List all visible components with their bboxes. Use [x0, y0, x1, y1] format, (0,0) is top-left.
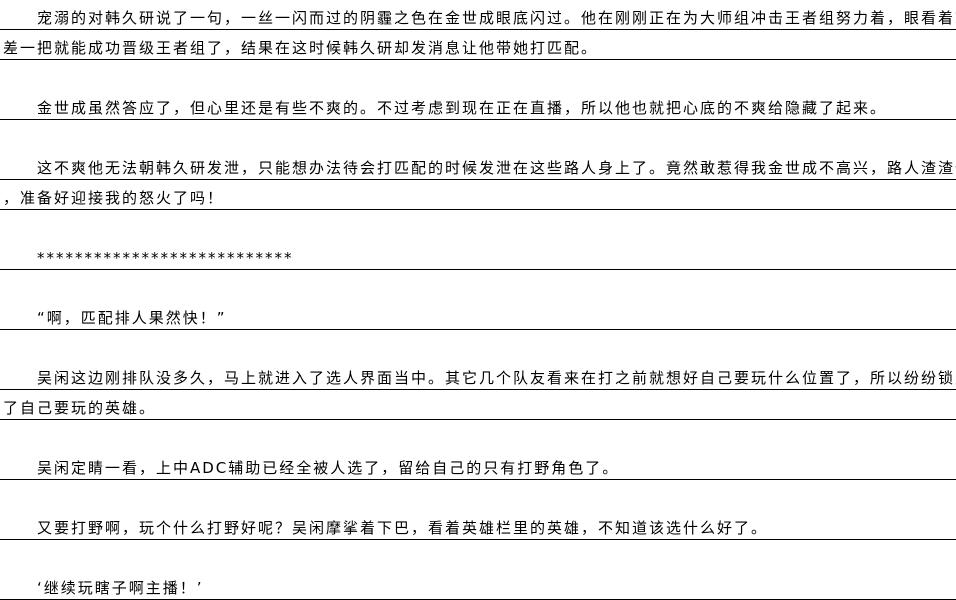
line-text: 吴闲定睛一看，上中ADC辅助已经全被人选了，留给自己的只有打野角色了。: [37, 459, 620, 477]
paragraph-gap: [0, 60, 956, 90]
line-text: 金世成虽然答应了，但心里还是有些不爽的。不过考虑到现在正在直播，所以他也就把心底…: [37, 99, 888, 117]
paragraph-gap: [0, 480, 956, 510]
paragraph-gap: [0, 420, 956, 450]
text-line: “啊，匹配排人果然快！”: [0, 300, 956, 330]
paragraph-gap: [0, 540, 956, 570]
text-line: 吴闲定睛一看，上中ADC辅助已经全被人选了，留给自己的只有打野角色了。: [0, 450, 956, 480]
text-line: ***************************: [0, 240, 956, 270]
line-text: ，准备好迎接我的怒火了吗！: [3, 189, 225, 207]
line-text: 这不爽他无法朝韩久研发泄，只能想办法待会打匹配的时候发泄在这些路人身上了。竟然敢…: [37, 159, 956, 177]
text-line: 宠溺的对韩久研说了一句，一丝一闪而过的阴霾之色在金世成眼底闪过。他在刚刚正在为大…: [0, 0, 956, 30]
text-line: 了自己要玩的英雄。: [0, 390, 956, 420]
text-line: 又要打野啊，玩个什么打野好呢？吴闲摩挲着下巴，看着英雄栏里的英雄，不知道该选什么…: [0, 510, 956, 540]
text-line: 这不爽他无法朝韩久研发泄，只能想办法待会打匹配的时候发泄在这些路人身上了。竟然敢…: [0, 150, 956, 180]
paragraph-gap: [0, 270, 956, 300]
paragraph-gap: [0, 120, 956, 150]
line-text: 又要打野啊，玩个什么打野好呢？吴闲摩挲着下巴，看着英雄栏里的英雄，不知道该选什么…: [37, 519, 769, 537]
line-text: 了自己要玩的英雄。: [3, 399, 157, 417]
text-line: 吴闲这边刚排队没多久，马上就进入了选人界面当中。其它几个队友看来在打之前就想好自…: [0, 360, 956, 390]
line-text: “啊，匹配排人果然快！”: [37, 309, 227, 327]
line-text: ‘继续玩瞎子啊主播！’: [37, 579, 204, 597]
line-text: 宠溺的对韩久研说了一句，一丝一闪而过的阴霾之色在金世成眼底闪过。他在刚刚正在为大…: [37, 9, 956, 27]
line-text: 差一把就能成功晋级王者组了，结果在这时候韩久研却发消息让他带她打匹配。: [3, 39, 599, 57]
text-line: ，准备好迎接我的怒火了吗！: [0, 180, 956, 210]
line-text: 吴闲这边刚排队没多久，马上就进入了选人界面当中。其它几个队友看来在打之前就想好自…: [37, 369, 956, 387]
line-text: ***************************: [37, 249, 294, 267]
text-line: 差一把就能成功晋级王者组了，结果在这时候韩久研却发消息让他带她打匹配。: [0, 30, 956, 60]
paragraph-gap: [0, 330, 956, 360]
text-line: 金世成虽然答应了，但心里还是有些不爽的。不过考虑到现在正在直播，所以他也就把心底…: [0, 90, 956, 120]
paragraph-gap: [0, 210, 956, 240]
